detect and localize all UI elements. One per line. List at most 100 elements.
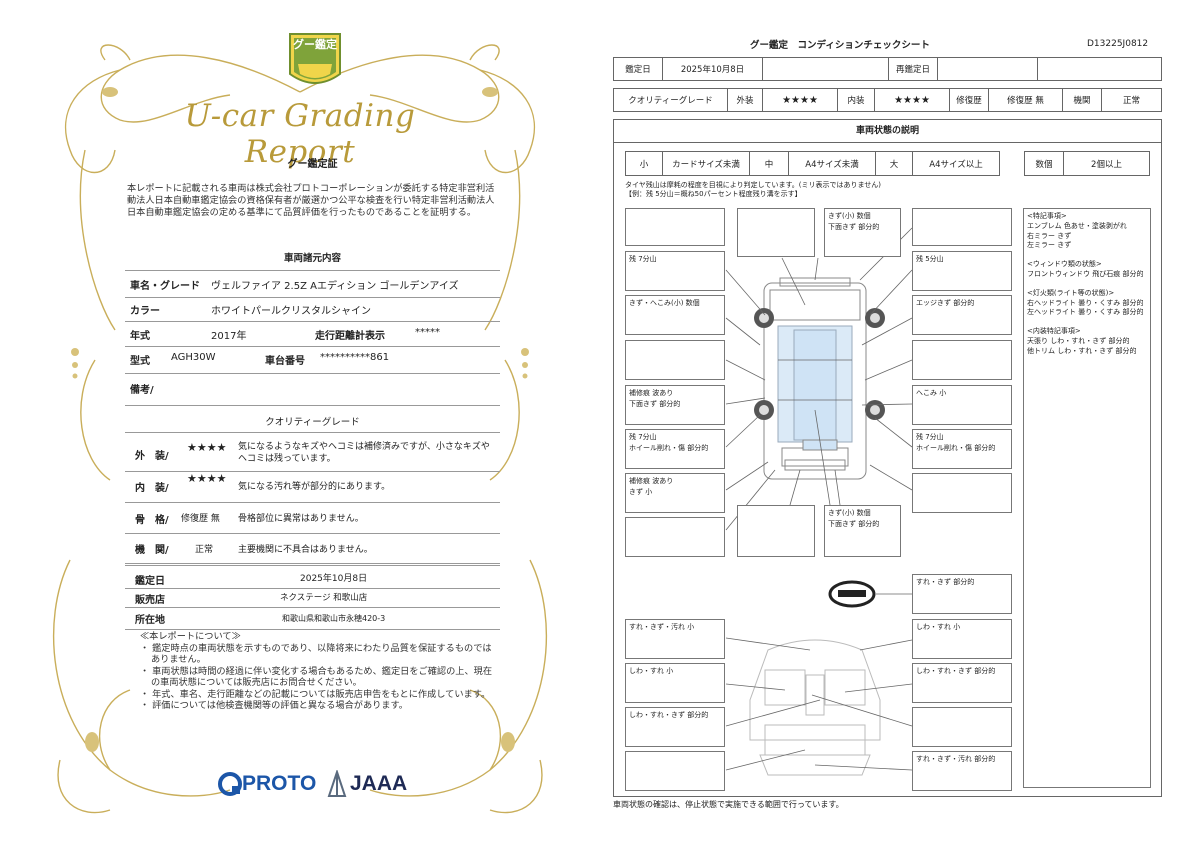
note-box-empty [625, 340, 725, 380]
note-line: すれ・きず・汚れ 部分的 [916, 755, 996, 763]
footer-note: 車両状態の確認は、停止状態で実施できる範囲で行っています。 [613, 800, 844, 809]
note-box-empty [912, 707, 1012, 747]
grade-rating: ★★★★ [187, 472, 227, 485]
spec-label: 車台番号 [265, 356, 305, 367]
note-box-empty [912, 340, 1012, 380]
note-box-interior-mid-right: しわ・すれ・きず 部分的 [912, 663, 1012, 703]
appraisal-date-row: 鑑定日 2025年10月8日 [125, 565, 500, 589]
note-line: 残 7分山 [629, 433, 657, 441]
spec-label: 型式 [130, 356, 150, 367]
remarks-title: <灯火類(ライト等の状態)> [1027, 288, 1115, 297]
note-box-interior-luggage: すれ・きず・汚れ 部分的 [912, 751, 1012, 791]
spec-label: カラー [130, 306, 160, 317]
tire-note-example: 【例：残 5分山＝概ね50パーセント程度残り溝を示す】 [625, 190, 802, 198]
spec-label: 走行距離計表示 [315, 331, 385, 342]
remarks-line: 左ヘッドライト 曇り・くすみ 部分的 [1027, 308, 1144, 317]
spec-row-remarks: 備考/ [125, 373, 500, 406]
proto-logo-icon [218, 772, 242, 796]
store-row: 販売店 ネクステージ 和歌山店 [125, 587, 500, 608]
remarks-title: <特記事項> [1027, 212, 1067, 220]
note-item: ・ 車両状態は時間の経過に伴い変化する場合もあるため、鑑定日をご確認の上、現在の… [140, 665, 493, 689]
certificate-title: U-car Grading Report [184, 98, 416, 170]
spec-value: ヴェルファイア 2.5Z Aエディション ゴールデンアイズ [211, 281, 459, 292]
goo-appraisal-badge-icon [289, 33, 341, 84]
note-box-empty [912, 473, 1012, 513]
grade-rating: 正常 [195, 545, 214, 555]
notes-title: ≪本レポートについて≫ [140, 631, 241, 642]
note-line: しわ・すれ 小 [629, 667, 674, 675]
note-box-front-right-tire: 残 5分山 [912, 251, 1012, 291]
jaaa-logo-text: JAAA [350, 772, 408, 795]
note-line: きず(小) 数個 [828, 509, 871, 517]
certificate-intro: 本レポートに記載される車両は株式会社プロトコーポレーションが委託する特定非営利活… [127, 183, 495, 218]
grade-comment: 気になるようなキズやヘコミは補修済みですが、小さなキズやヘコミは残っています。 [238, 442, 490, 464]
spec-value: ***** [415, 327, 440, 338]
note-line: しわ・すれ・きず 部分的 [916, 667, 996, 675]
grade-label: 骨 格/ [135, 515, 169, 526]
note-box-empty [625, 208, 725, 246]
remarks-group: <ウィンドウ類の状態> フロントウィンドウ 飛び石痕 部分的 [1027, 260, 1147, 280]
note-line: 補修痕 波あり [629, 477, 674, 485]
grade-comment: 骨格部位に異常はありません。 [238, 514, 364, 524]
proto-logo-text: PROTO [242, 772, 317, 795]
grade-row-interior: 内 装/ ★★★★ 気になる汚れ等が部分的にあります。 [125, 470, 500, 503]
address-value: 和歌山県和歌山市永穂420-3 [282, 614, 386, 623]
note-box-interior-front-left: すれ・きず・汚れ 小 [625, 619, 725, 659]
remarks-line: エンブレム 色あせ・塗装剥がれ [1027, 221, 1127, 230]
note-box-front-center: きず(小) 数個 下面きず 部分的 [824, 208, 901, 257]
legend-count-desc: 2個以上 [1063, 151, 1150, 176]
condition-panel [613, 119, 1162, 797]
note-line: へこみ 小 [916, 389, 947, 397]
engine-label-cell: 機関 [1062, 88, 1102, 112]
spec-value: **********861 [320, 352, 390, 363]
note-box-empty [737, 505, 815, 557]
note-line: 下面きず 部分的 [629, 400, 681, 408]
grade-rating: ★★★★ [187, 441, 227, 454]
note-item: ・ 評価については他検査機関等の評価と異なる場合があります。 [140, 700, 408, 711]
gold-ornament-frame [52, 44, 548, 814]
car-diagram [725, 227, 913, 776]
grade-comment: 主要機関に不具合はありません。 [238, 545, 373, 555]
jaaa-logo-icon [327, 770, 347, 797]
note-line: しわ・すれ 小 [916, 623, 961, 631]
note-box-steering: すれ・きず 部分的 [912, 574, 1012, 614]
spec-value: 2017年 [211, 331, 247, 342]
tire-note: タイヤ残山は摩耗の程度を目視により判定しています。(ミリ表示ではありません) [625, 181, 881, 189]
note-item: ・ 鑑定時点の車両状態を示すものであり、以降将来にわたり品質を保証するものではあ… [140, 642, 492, 666]
grade-rating: 修復歴 無 [181, 514, 220, 524]
remarks-line: 他トリム しわ・すれ・きず 部分的 [1027, 346, 1137, 355]
grade-row-frame: 骨 格/ 修復歴 無 骨格部位に異常はありません。 [125, 502, 500, 534]
date-label: 鑑定日 [135, 576, 165, 587]
steering-wheel-icon [828, 580, 876, 608]
note-line: 下面きず 部分的 [828, 223, 880, 231]
note-box-empty [912, 208, 1012, 246]
note-box-left-repair: 補修痕 波あり 下面きず 部分的 [625, 385, 725, 425]
spec-value: ホワイトパールクリスタルシャイン [211, 306, 371, 317]
remarks-group: <特記事項> エンブレム 色あせ・塗装剥がれ 右ミラー きず 左ミラー きず [1027, 212, 1147, 251]
grade-label: 外 装/ [135, 451, 169, 462]
legend-count: 数個 [1024, 151, 1064, 176]
remarks-group: <灯火類(ライト等の状態)> 右ヘッドライト 曇り・くすみ 部分的 左ヘッドライ… [1027, 289, 1147, 318]
spec-row-color: カラー ホワイトパールクリスタルシャイン [125, 296, 500, 322]
remarks-line: 天張り しわ・すれ・きず 部分的 [1027, 336, 1130, 345]
store-value: ネクステージ 和歌山店 [280, 593, 368, 603]
legend-large-desc: A4サイズ以上 [912, 151, 1000, 176]
quality-heading: クオリティーグレード [265, 417, 360, 428]
address-label: 所在地 [135, 615, 165, 626]
note-box-right-dent: へこみ 小 [912, 385, 1012, 425]
note-line: きず(小) 数個 [828, 212, 871, 220]
special-remarks: <特記事項> エンブレム 色あせ・塗装剥がれ 右ミラー きず 左ミラー きず <… [1023, 208, 1151, 788]
remarks-line: 左ミラー きず [1027, 241, 1072, 250]
badge-text: グー鑑定 [293, 38, 337, 51]
note-box-empty [737, 208, 815, 257]
note-line: きず・へこみ(小) 数個 [629, 299, 700, 307]
report-notes: ≪本レポートについて≫ ・ 鑑定時点の車両状態を示すものであり、以降将来にわたり… [140, 631, 495, 712]
note-box-interior-rear-left: しわ・すれ・きず 部分的 [625, 707, 725, 747]
note-line: 補修痕 波あり [629, 389, 674, 397]
remarks-title: <ウィンドウ類の状態> [1027, 260, 1102, 269]
document-id: D13225J0812 [1087, 39, 1149, 49]
note-line: ホイール削れ・傷 部分的 [916, 444, 996, 452]
remarks-line: 右ヘッドライト 曇り・くすみ 部分的 [1027, 298, 1144, 307]
remarks-group: <内装特記事項> 天張り しわ・すれ・きず 部分的 他トリム しわ・すれ・きず … [1027, 327, 1147, 356]
engine-value-cell: 正常 [1101, 88, 1162, 112]
